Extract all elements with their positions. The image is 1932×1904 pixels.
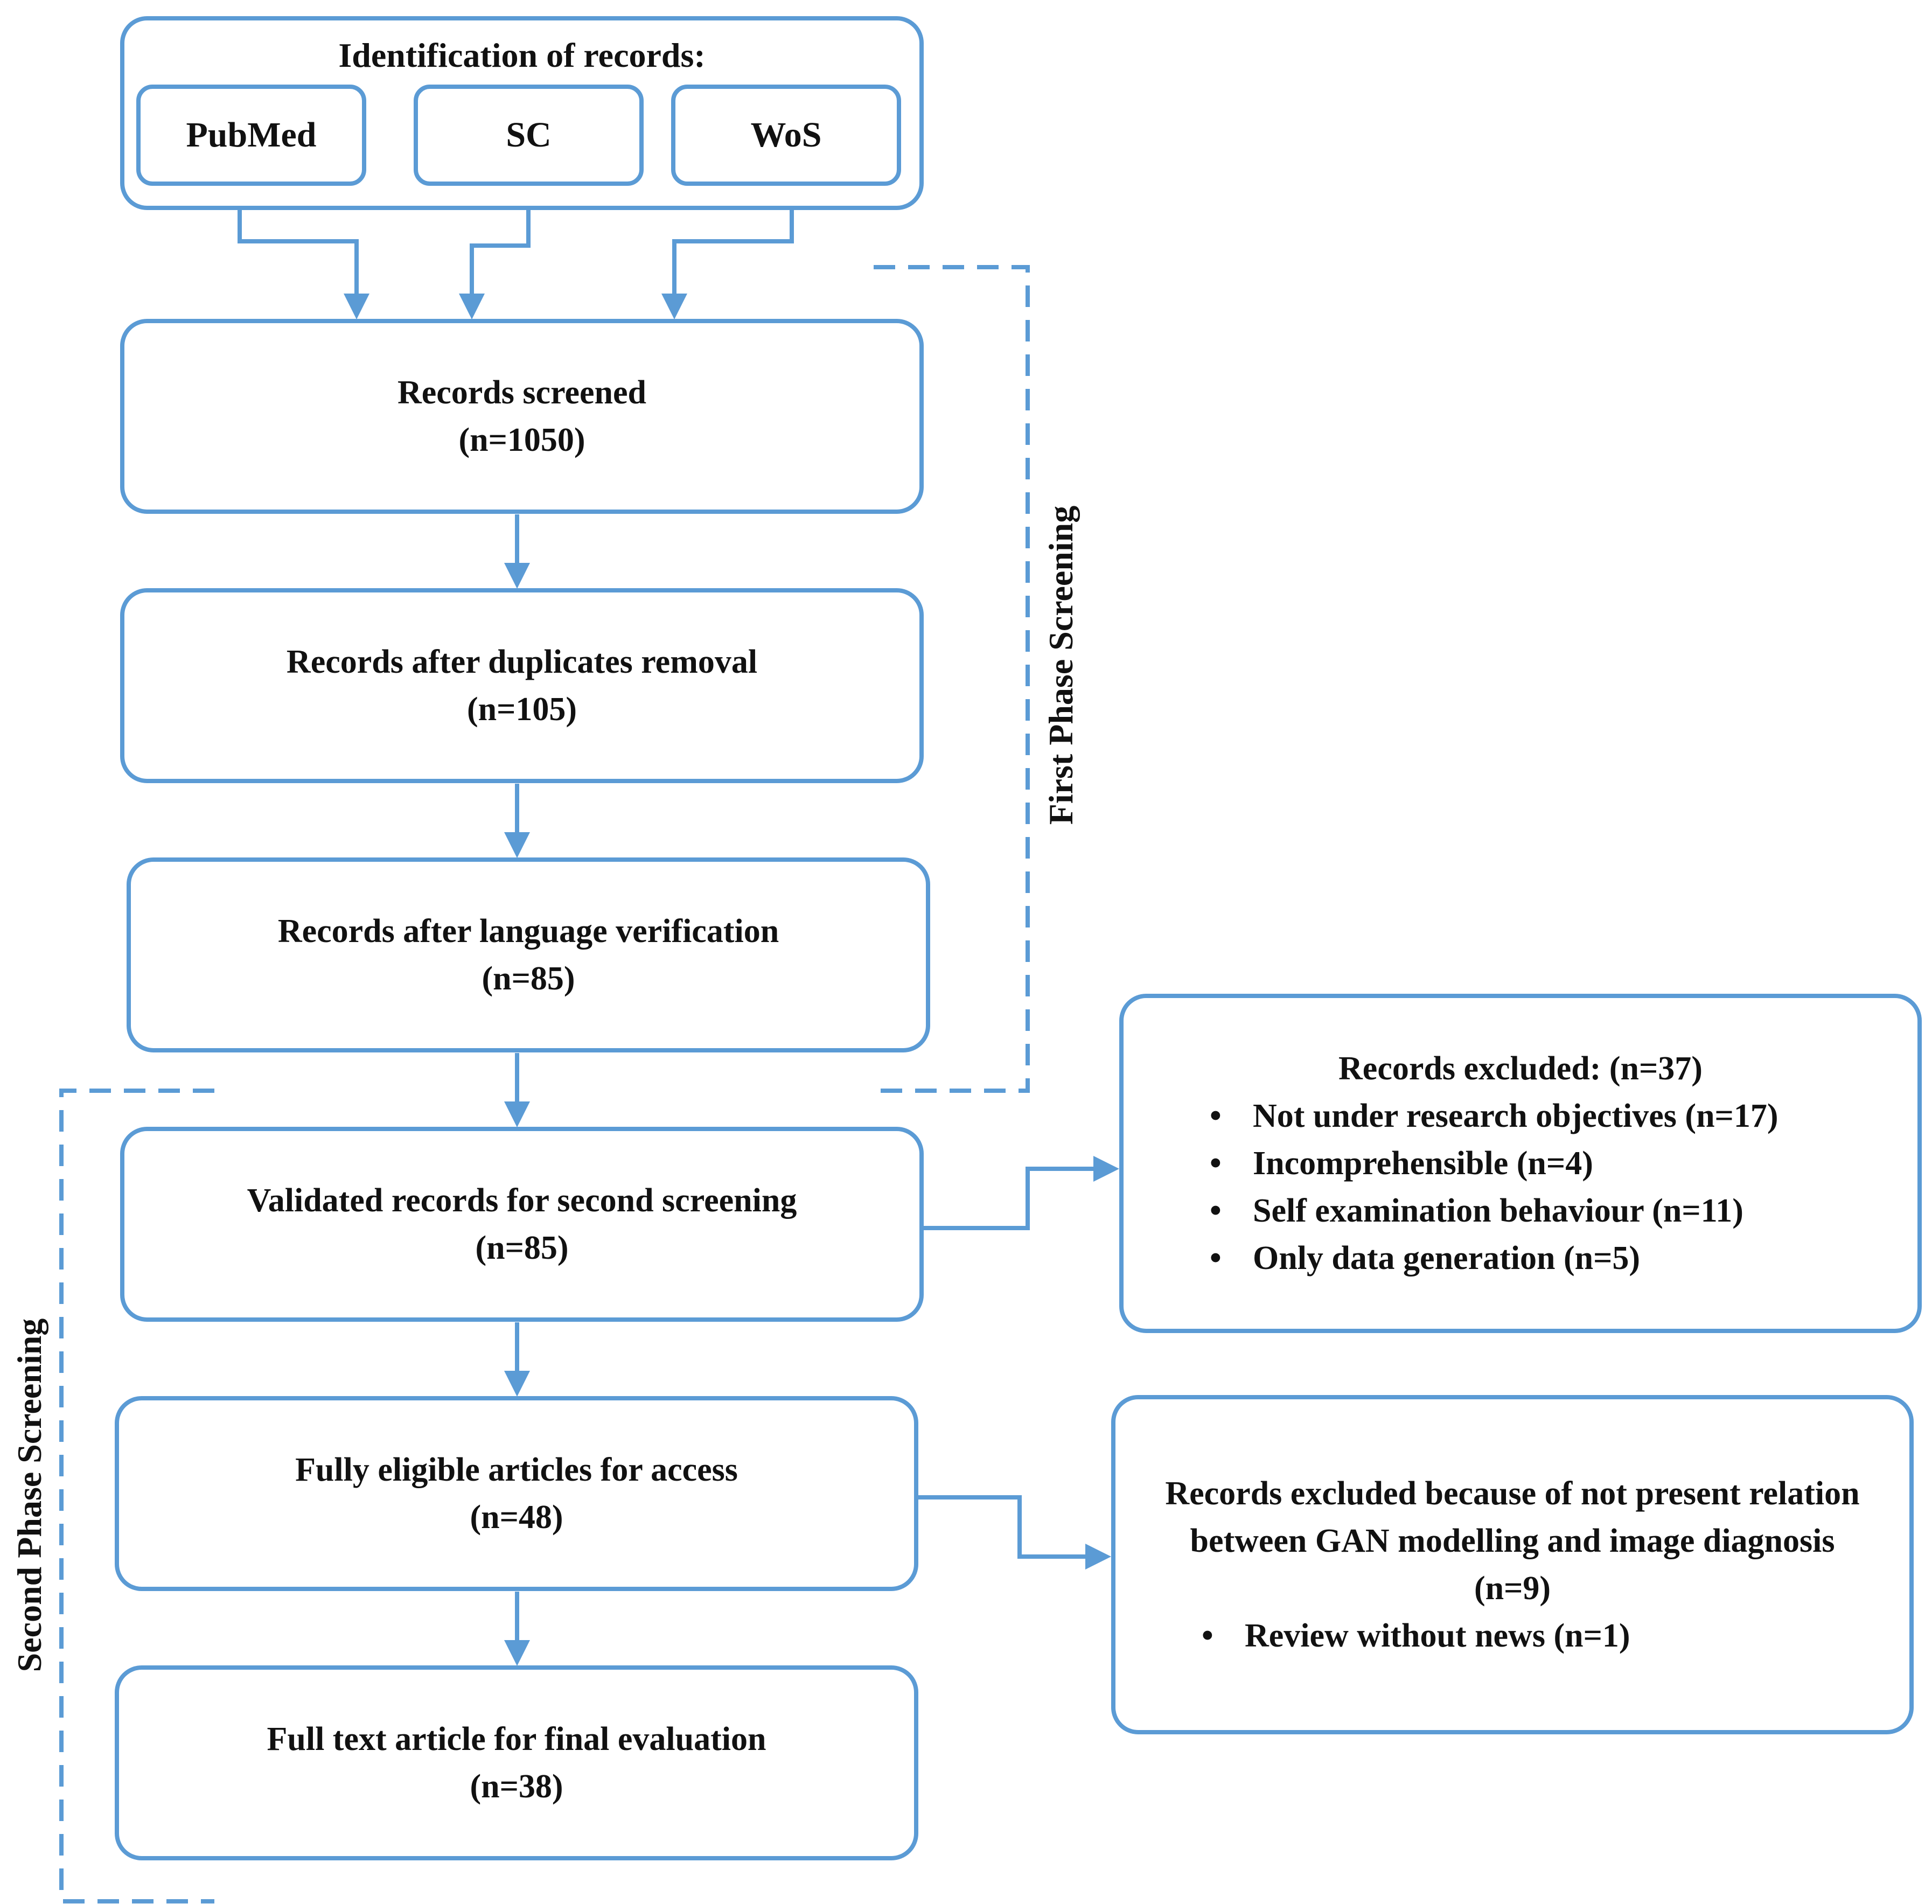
flow-label: Records after language verification [277,913,779,950]
arrow-validated-to-excluded [924,1156,1119,1230]
source-wos: WoS [671,85,901,186]
excluded-first-box: Records excluded: (n=37) Not under resea… [1119,994,1922,1333]
second-phase-bracket [59,1089,214,1903]
flow-label: Fully eligible articles for access [295,1452,738,1488]
list-item: Not under research objectives (n=17) [1199,1092,1778,1140]
arrow-sc-to-screened [459,183,531,319]
flow-count: (n=85) [475,1230,569,1266]
flow-records-after-language: Records after language verification (n=8… [127,857,930,1052]
excluded-second-count: (n=9) [1474,1570,1551,1607]
flow-label: Validated records for second screening [247,1182,797,1219]
excluded-second-box: Records excluded because of not present … [1111,1395,1914,1734]
identification-title: Identification of records: [338,36,706,74]
flow-label: Records after duplicates removal [286,644,758,680]
flow-label: Records screened [397,374,646,411]
excluded-second-line1: Records excluded because of not present … [1165,1475,1860,1512]
flow-fully-eligible: Fully eligible articles for access (n=48… [115,1396,918,1591]
excluded-first-title: Records excluded: (n=37) [1338,1050,1703,1087]
list-item: Incomprehensible (n=4) [1199,1140,1778,1187]
source-pubmed: PubMed [136,85,366,186]
second-phase-label: Second Phase Screening [10,1318,48,1672]
first-phase-label: First Phase Screening [1042,505,1080,825]
list-item: Review without news (n=1) [1191,1612,1630,1659]
arrow-wos-to-screened [661,183,794,319]
arrow-pubmed-to-screened [238,183,369,319]
list-item: Only data generation (n=5) [1199,1235,1778,1282]
excluded-first-list: Not under research objectives (n=17) Inc… [1199,1092,1778,1282]
flow-records-screened: Records screened (n=1050) [120,319,924,514]
flow-count: (n=38) [470,1768,563,1805]
source-sc: SC [414,85,644,186]
excluded-second-list: Review without news (n=1) [1191,1612,1630,1659]
excluded-second-line2: between GAN modelling and image diagnosi… [1190,1523,1835,1559]
list-item: Self examination behaviour (n=11) [1199,1187,1778,1235]
flow-records-after-duplicates: Records after duplicates removal (n=105) [120,588,924,783]
flow-full-text-final: Full text article for final evaluation (… [115,1665,918,1860]
flow-count: (n=48) [470,1499,563,1536]
flow-validated-records: Validated records for second screening (… [120,1127,924,1322]
first-phase-bracket [874,265,1030,1093]
flow-label: Full text article for final evaluation [267,1721,766,1757]
flow-count: (n=1050) [458,422,585,458]
arrow-eligible-to-excluded [918,1495,1111,1570]
flow-count: (n=105) [466,691,577,728]
flow-count: (n=85) [482,960,575,997]
